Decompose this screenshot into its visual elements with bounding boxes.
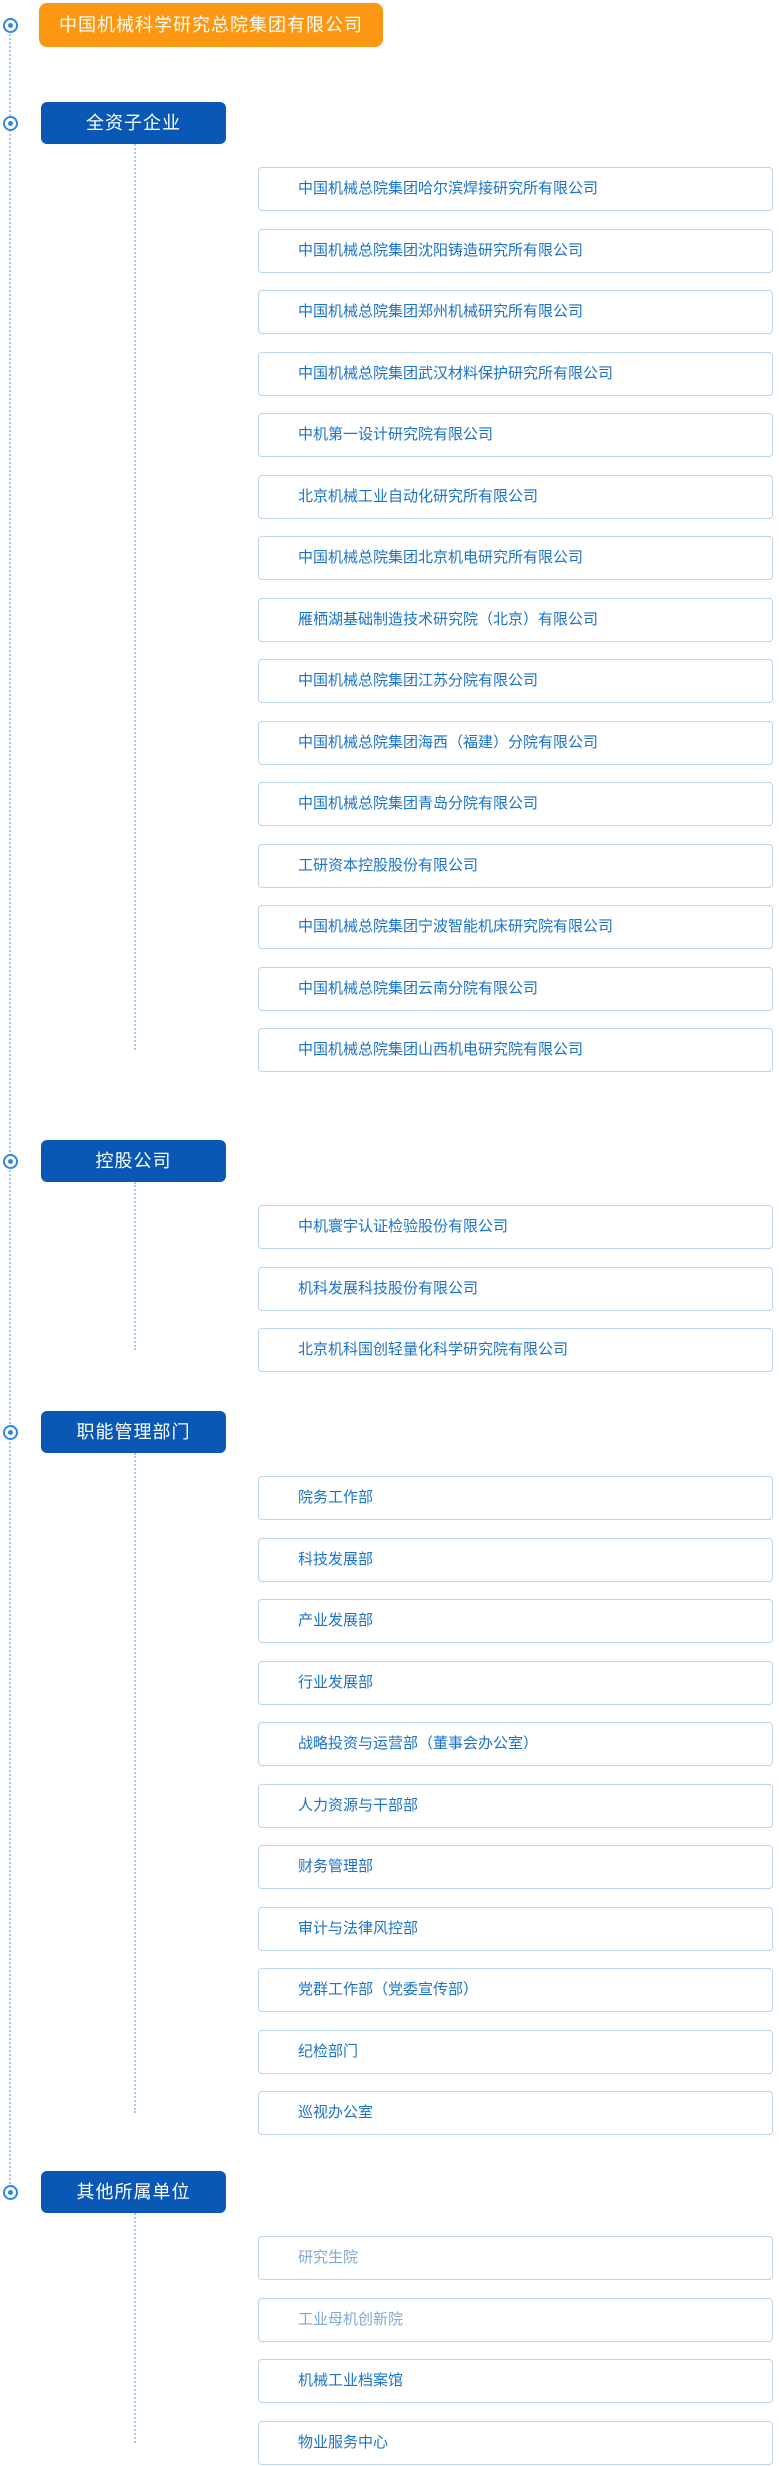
org-item-node[interactable]: 中国机械总院集团沈阳铸造研究所有限公司 (258, 228, 773, 273)
org-item-node[interactable]: 中国机械总院集团北京机电研究所有限公司 (258, 536, 773, 580)
item-list: 院务工作部 科技发展部 产业发展部 行业发展部 战略投资与运营部（董事会办公室）… (134, 1453, 779, 2135)
bullet-dot (8, 1159, 13, 1164)
category-node-3[interactable]: 职能管理部门 (41, 1411, 226, 1453)
branch-line (134, 1182, 136, 1350)
org-item-node[interactable]: 党群工作部（党委宣传部） (258, 1968, 773, 2012)
org-item-node[interactable]: 中机第一设计研究院有限公司 (258, 413, 773, 457)
org-item-node[interactable]: 中国机械总院集团宁波智能机床研究院有限公司 (258, 905, 773, 949)
org-item-node[interactable]: 人力资源与干部部 (258, 1783, 773, 1828)
org-item-node[interactable]: 巡视办公室 (258, 2091, 773, 2135)
org-item-node[interactable]: 中国机械总院集团哈尔滨焊接研究所有限公司 (258, 167, 773, 211)
org-item-node: 工业母机创新院 (258, 2297, 773, 2342)
org-item-node[interactable]: 财务管理部 (258, 1845, 773, 1889)
org-section: 职能管理部门 院务工作部 科技发展部 产业发展部 行业发展部 战略投资与运营部（… (0, 1411, 779, 2135)
org-item-node[interactable]: 中国机械总院集团海西（福建）分院有限公司 (258, 720, 773, 765)
org-section: 全资子企业 中国机械总院集团哈尔滨焊接研究所有限公司 中国机械总院集团沈阳铸造研… (0, 102, 779, 1072)
branch-line (134, 144, 136, 1050)
org-item-node[interactable]: 中国机械总院集团云南分院有限公司 (258, 966, 773, 1011)
org-item-node[interactable]: 中国机械总院集团青岛分院有限公司 (258, 782, 773, 826)
category-node-2[interactable]: 控股公司 (41, 1140, 226, 1182)
org-item-node[interactable]: 雁栖湖基础制造技术研究院（北京）有限公司 (258, 597, 773, 642)
org-item-node[interactable]: 中国机械总院集团江苏分院有限公司 (258, 659, 773, 703)
org-item-node[interactable]: 行业发展部 (258, 1660, 773, 1705)
org-item-node[interactable]: 物业服务中心 (258, 2420, 773, 2465)
org-item-node[interactable]: 纪检部门 (258, 2029, 773, 2074)
root-node[interactable]: 中国机械科学研究总院集团有限公司 (39, 3, 383, 47)
branch-line (134, 1453, 136, 2113)
item-list: 中机寰宇认证检验股份有限公司 机科发展科技股份有限公司 北京机科国创轻量化科学研… (134, 1182, 779, 1372)
org-item-node[interactable]: 机科发展科技股份有限公司 (258, 1266, 773, 1311)
radio-bullet-icon (3, 18, 18, 33)
sections-container: 全资子企业 中国机械总院集团哈尔滨焊接研究所有限公司 中国机械总院集团沈阳铸造研… (0, 102, 779, 2465)
org-item-node[interactable]: 科技发展部 (258, 1537, 773, 1582)
category-node-4[interactable]: 其他所属单位 (41, 2171, 226, 2213)
branch-line (134, 2213, 136, 2443)
org-item-node[interactable]: 北京机械工业自动化研究所有限公司 (258, 474, 773, 519)
org-item-node: 研究生院 (258, 2236, 773, 2280)
radio-bullet-icon (3, 1154, 18, 1169)
bullet-dot (8, 2190, 13, 2195)
org-item-node[interactable]: 审计与法律风控部 (258, 1906, 773, 1951)
org-section: 控股公司 中机寰宇认证检验股份有限公司 机科发展科技股份有限公司 北京机科国创轻… (0, 1140, 779, 1372)
org-item-node[interactable]: 中国机械总院集团郑州机械研究所有限公司 (258, 290, 773, 334)
org-item-node[interactable]: 工研资本控股股份有限公司 (258, 843, 773, 888)
bullet-dot (8, 121, 13, 126)
radio-bullet-icon (3, 116, 18, 131)
root-row: 中国机械科学研究总院集团有限公司 (0, 3, 779, 47)
bullet-dot (8, 1430, 13, 1435)
org-item-node[interactable]: 产业发展部 (258, 1599, 773, 1643)
org-item-node[interactable]: 中国机械总院集团武汉材料保护研究所有限公司 (258, 351, 773, 396)
org-item-node[interactable]: 中机寰宇认证检验股份有限公司 (258, 1205, 773, 1249)
org-section: 其他所属单位 研究生院 工业母机创新院 机械工业档案馆 物业服务中心 (0, 2171, 779, 2465)
org-item-node[interactable]: 院务工作部 (258, 1476, 773, 1520)
radio-bullet-icon (3, 1425, 18, 1440)
bullet-dot (8, 23, 13, 28)
org-item-node[interactable]: 北京机科国创轻量化科学研究院有限公司 (258, 1328, 773, 1372)
radio-bullet-icon (3, 2185, 18, 2200)
org-item-node[interactable]: 中国机械总院集团山西机电研究院有限公司 (258, 1028, 773, 1072)
org-item-node[interactable]: 机械工业档案馆 (258, 2359, 773, 2403)
category-node-1[interactable]: 全资子企业 (41, 102, 226, 144)
tree-rail-line (9, 25, 11, 2192)
org-item-node[interactable]: 战略投资与运营部（董事会办公室） (258, 1722, 773, 1766)
item-list: 研究生院 工业母机创新院 机械工业档案馆 物业服务中心 (134, 2213, 779, 2465)
item-list: 中国机械总院集团哈尔滨焊接研究所有限公司 中国机械总院集团沈阳铸造研究所有限公司… (134, 144, 779, 1072)
